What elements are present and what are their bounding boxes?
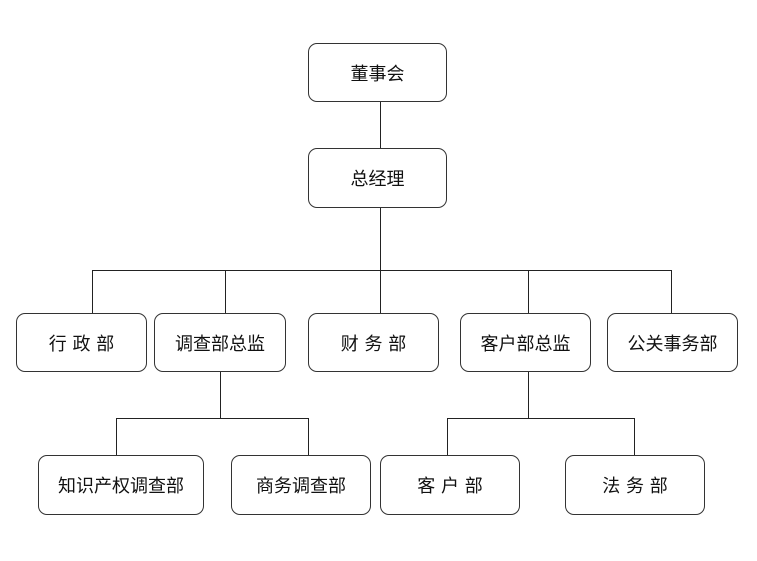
general-manager-node: 总经理 (308, 148, 447, 208)
connector-client-director (528, 270, 529, 313)
legal-dept-node: 法 务 部 (565, 455, 705, 515)
connector-business-research (308, 418, 309, 455)
finance-dept-node: 财 务 部 (308, 313, 439, 372)
connector-admin (92, 270, 93, 313)
connector-gm-down (380, 208, 381, 271)
admin-dept-node: 行 政 部 (16, 313, 147, 372)
connector-research-bar (116, 418, 309, 419)
connector-research-down (220, 372, 221, 419)
connector-finance (380, 270, 381, 313)
connector-pr (671, 270, 672, 313)
research-director-node: 调查部总监 (154, 313, 286, 372)
pr-dept-node: 公关事务部 (607, 313, 738, 372)
client-director-node: 客户部总监 (460, 313, 591, 372)
business-research-dept-node: 商务调查部 (231, 455, 371, 515)
connector-level2-bar (92, 270, 672, 271)
ip-research-dept-node: 知识产权调查部 (38, 455, 204, 515)
client-dept-node: 客 户 部 (380, 455, 520, 515)
connector-client-dept (447, 418, 448, 455)
connector-client-down (528, 372, 529, 419)
connector-board-gm (380, 102, 381, 148)
connector-ip-research (116, 418, 117, 455)
board-node: 董事会 (308, 43, 447, 102)
connector-legal (634, 418, 635, 455)
connector-research-director (225, 270, 226, 313)
connector-client-bar (447, 418, 635, 419)
